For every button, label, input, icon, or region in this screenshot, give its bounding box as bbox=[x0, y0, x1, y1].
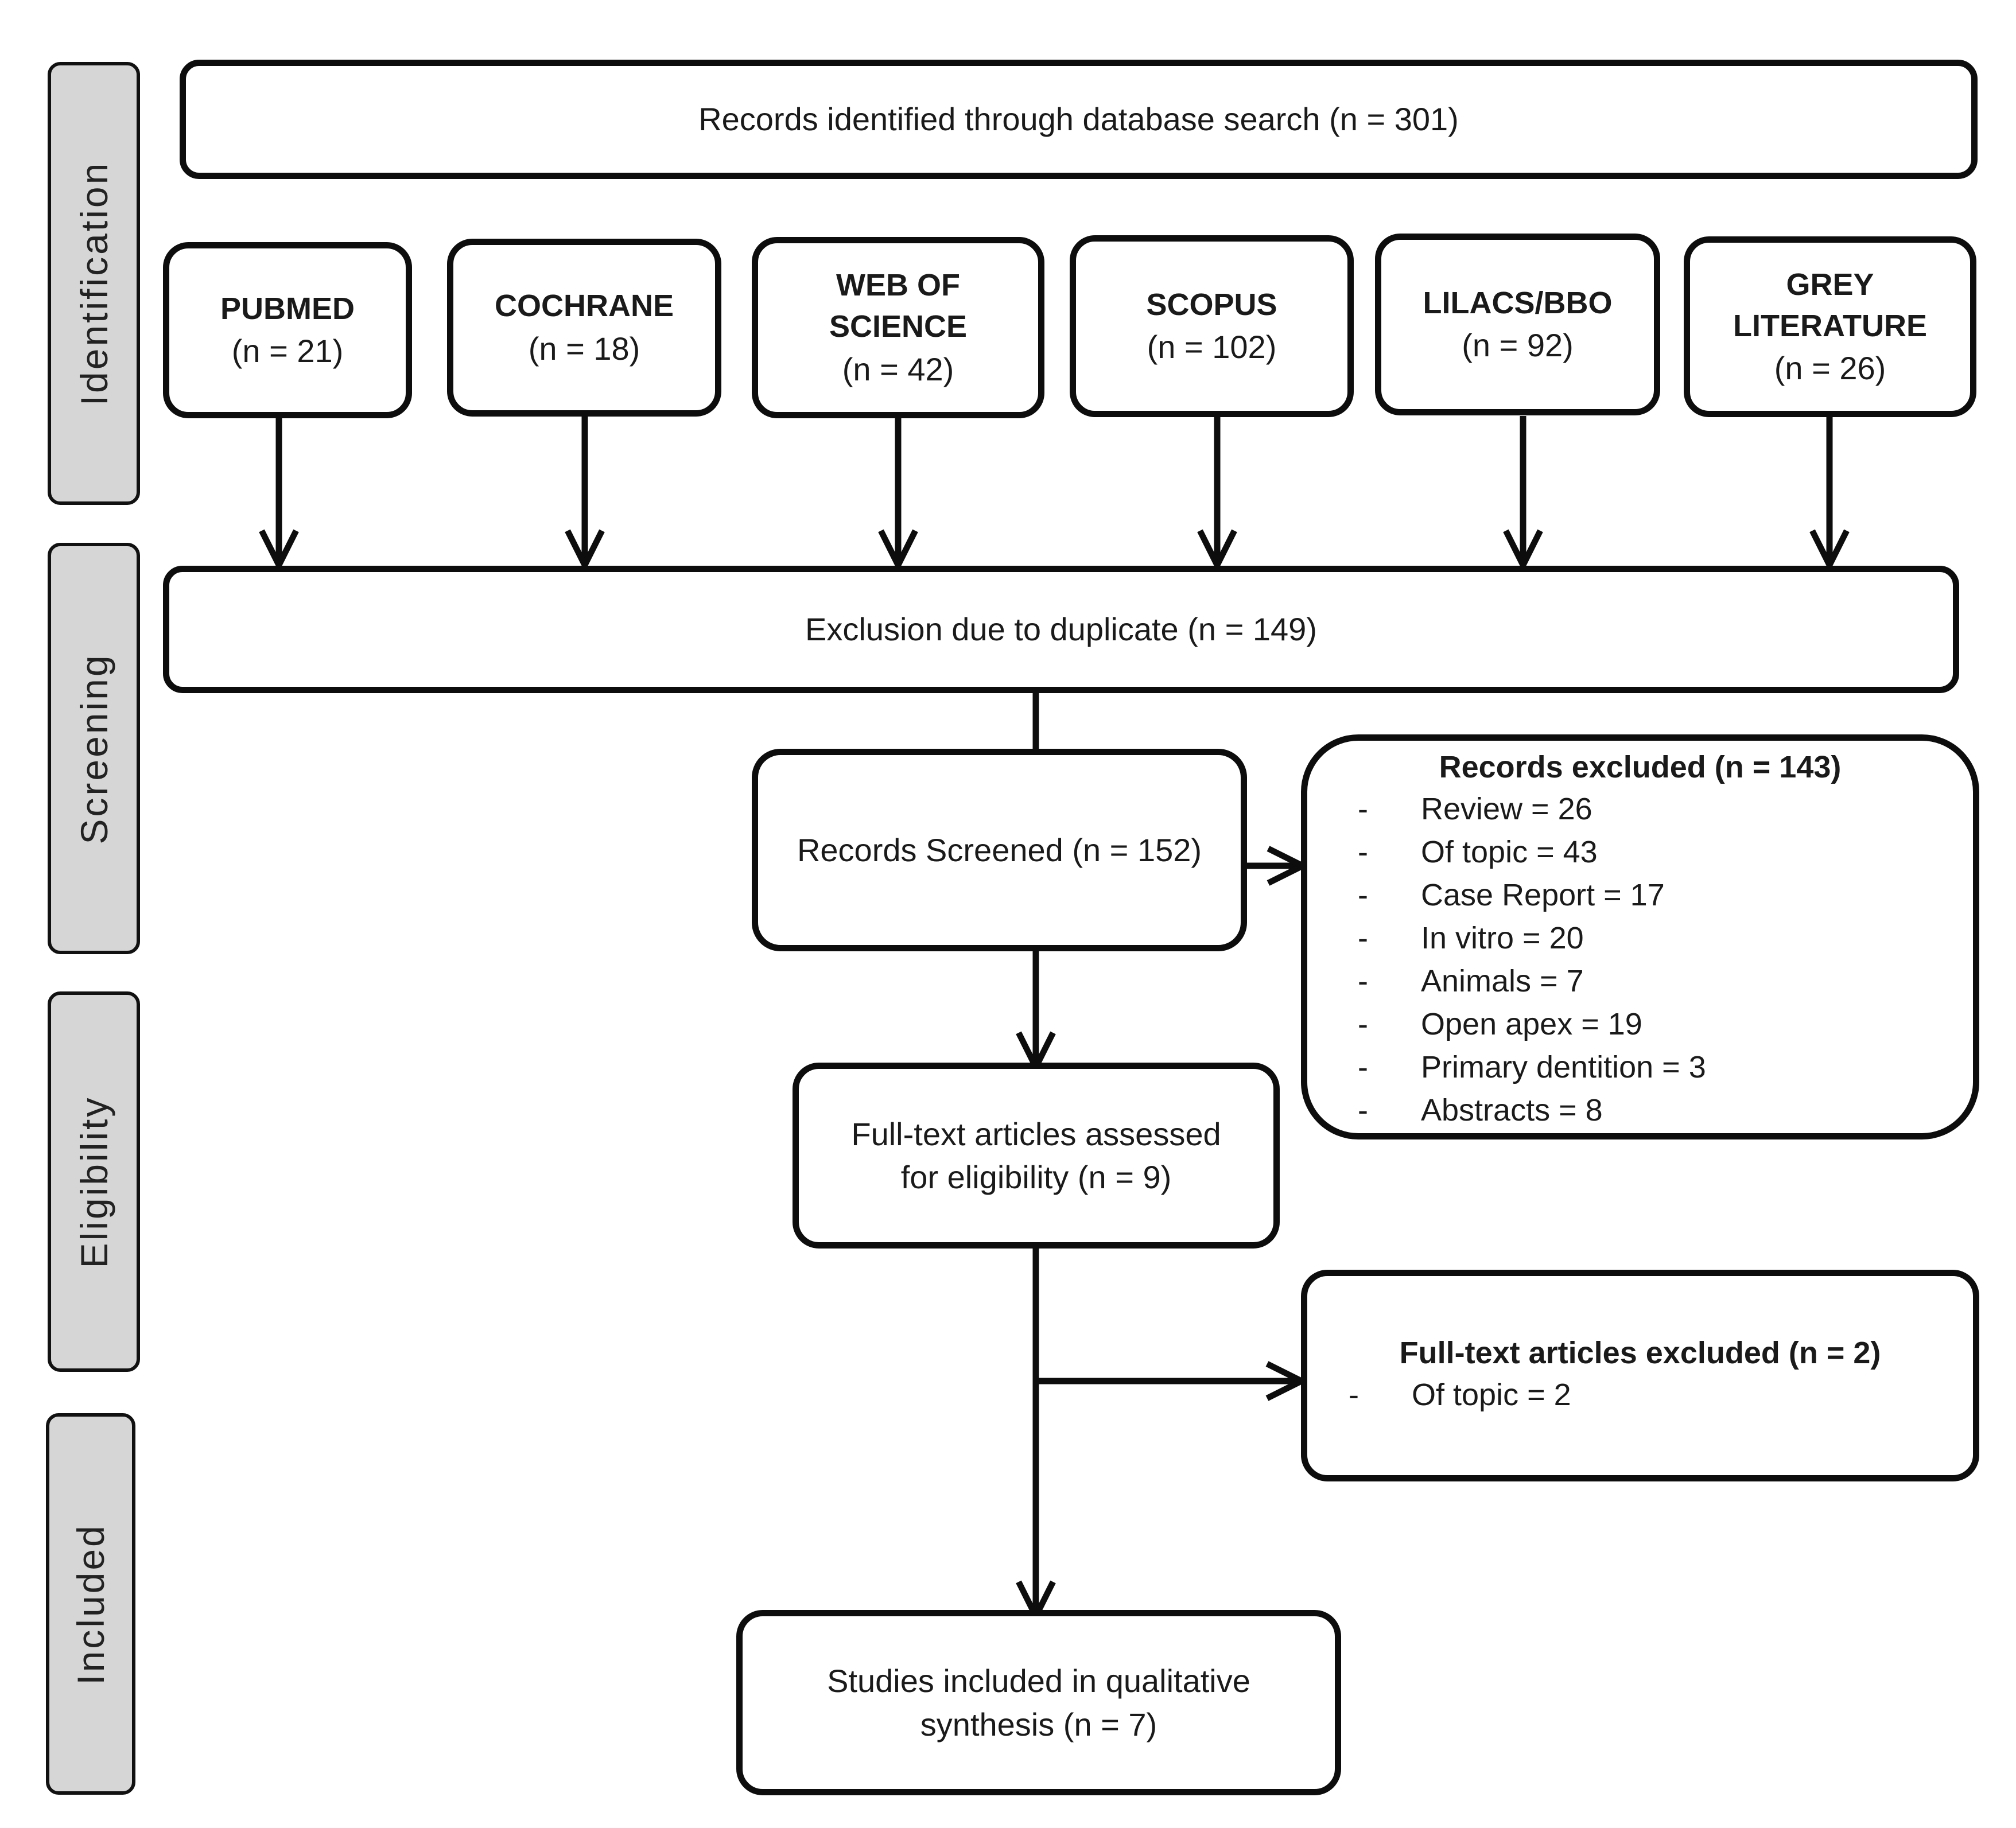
database-name: LITERATURE bbox=[1733, 308, 1927, 343]
database-count: (n = 102) bbox=[1147, 329, 1277, 365]
database-name: WEB OF bbox=[836, 268, 960, 303]
list-item: - Review = 26 bbox=[1307, 788, 1973, 831]
list-item: - In vitro = 20 bbox=[1307, 917, 1973, 960]
database-name: COCHRANE bbox=[494, 289, 674, 324]
database-box-pubmed: PUBMED (n = 21) bbox=[163, 242, 412, 418]
list-item: - Animals = 7 bbox=[1307, 960, 1973, 1003]
list-bullet: - bbox=[1358, 1093, 1368, 1128]
database-name: LILACS/BBO bbox=[1423, 285, 1613, 320]
list-bullet: - bbox=[1349, 1378, 1359, 1413]
list-item: - Abstracts = 8 bbox=[1307, 1089, 1973, 1132]
database-count: (n = 92) bbox=[1462, 327, 1574, 364]
phase-eligibility-label: Eligibility bbox=[72, 1095, 115, 1268]
database-box-web-of-science: WEB OF SCIENCE (n = 42) bbox=[752, 237, 1044, 418]
database-count: (n = 21) bbox=[231, 333, 344, 370]
list-item: - Case Report = 17 bbox=[1307, 874, 1973, 917]
phase-screening-label: Screening bbox=[72, 652, 115, 845]
list-item-text: Primary dentition = 3 bbox=[1421, 1050, 1706, 1085]
list-bullet: - bbox=[1358, 964, 1368, 999]
records-screened-text: Records Screened (n = 152) bbox=[797, 831, 1202, 868]
records-excluded-title: Records excluded (n = 143) bbox=[1439, 750, 1842, 784]
duplicates-excluded-text: Exclusion due to duplicate (n = 149) bbox=[805, 611, 1317, 648]
fulltext-assessed-line: for eligibility (n = 9) bbox=[900, 1159, 1172, 1195]
phase-eligibility: Eligibility bbox=[48, 991, 140, 1372]
database-box-lilacs-bbo: LILACS/BBO (n = 92) bbox=[1375, 234, 1660, 415]
database-count: (n = 18) bbox=[528, 330, 640, 367]
database-box-grey-literature: GREY LITERATURE (n = 26) bbox=[1684, 236, 1976, 417]
phase-screening: Screening bbox=[48, 543, 140, 954]
phase-included: Included bbox=[46, 1413, 135, 1795]
phase-identification: Identification bbox=[48, 62, 140, 505]
fulltext-assessed-line: Full-text articles assessed bbox=[851, 1115, 1221, 1152]
records-excluded-list: - Review = 26 - Of topic = 43 - Case Report… bbox=[1307, 788, 1973, 1132]
records-screened-box: Records Screened (n = 152) bbox=[752, 749, 1247, 951]
list-item-text: Animals = 7 bbox=[1421, 964, 1584, 999]
list-item-text: In vitro = 20 bbox=[1421, 921, 1584, 956]
list-item: - Primary dentition = 3 bbox=[1307, 1046, 1973, 1089]
database-box-scopus: SCOPUS (n = 102) bbox=[1070, 235, 1354, 417]
list-item: - Of topic = 2 bbox=[1307, 1374, 1973, 1417]
list-item-text: Of topic = 43 bbox=[1421, 835, 1598, 870]
database-name: SCOPUS bbox=[1146, 287, 1277, 322]
list-item: - Open apex = 19 bbox=[1307, 1003, 1973, 1046]
list-item-text: Review = 26 bbox=[1421, 792, 1592, 827]
database-count: (n = 42) bbox=[842, 351, 954, 387]
database-name: SCIENCE bbox=[829, 309, 968, 344]
list-item-text: Abstracts = 8 bbox=[1421, 1093, 1603, 1128]
studies-included-line: synthesis (n = 7) bbox=[920, 1706, 1157, 1743]
fulltext-excluded-list: - Of topic = 2 bbox=[1307, 1374, 1973, 1417]
list-item-text: Open apex = 19 bbox=[1421, 1007, 1642, 1042]
studies-included-line: Studies included in qualitative bbox=[827, 1663, 1250, 1699]
list-bullet: - bbox=[1358, 1050, 1368, 1085]
list-item-text: Case Report = 17 bbox=[1421, 878, 1665, 913]
list-item-text: Of topic = 2 bbox=[1412, 1378, 1571, 1413]
records-identified-box: Records identified through database sear… bbox=[180, 60, 1978, 179]
records-excluded-box: Records excluded (n = 143) - Review = 26 … bbox=[1301, 734, 1979, 1139]
fulltext-excluded-title: Full-text articles excluded (n = 2) bbox=[1399, 1336, 1881, 1370]
list-bullet: - bbox=[1358, 835, 1368, 870]
fulltext-assessed-box: Full-text articles assessed for eligibil… bbox=[793, 1063, 1280, 1249]
phase-included-label: Included bbox=[69, 1523, 112, 1685]
records-identified-text: Records identified through database sear… bbox=[698, 101, 1459, 138]
phase-identification-label: Identification bbox=[72, 161, 115, 406]
database-box-cochrane: COCHRANE (n = 18) bbox=[447, 239, 721, 417]
studies-included-box: Studies included in qualitative synthesi… bbox=[736, 1610, 1341, 1795]
duplicates-excluded-box: Exclusion due to duplicate (n = 149) bbox=[163, 566, 1959, 693]
database-name: GREY bbox=[1786, 267, 1874, 302]
database-count: (n = 26) bbox=[1774, 350, 1886, 387]
list-bullet: - bbox=[1358, 921, 1368, 956]
database-name: PUBMED bbox=[220, 291, 355, 326]
list-bullet: - bbox=[1358, 792, 1368, 827]
fulltext-excluded-box: Full-text articles excluded (n = 2) - Of … bbox=[1301, 1270, 1979, 1481]
list-bullet: - bbox=[1358, 878, 1368, 913]
list-bullet: - bbox=[1358, 1007, 1368, 1042]
list-item: - Of topic = 43 bbox=[1307, 831, 1973, 874]
